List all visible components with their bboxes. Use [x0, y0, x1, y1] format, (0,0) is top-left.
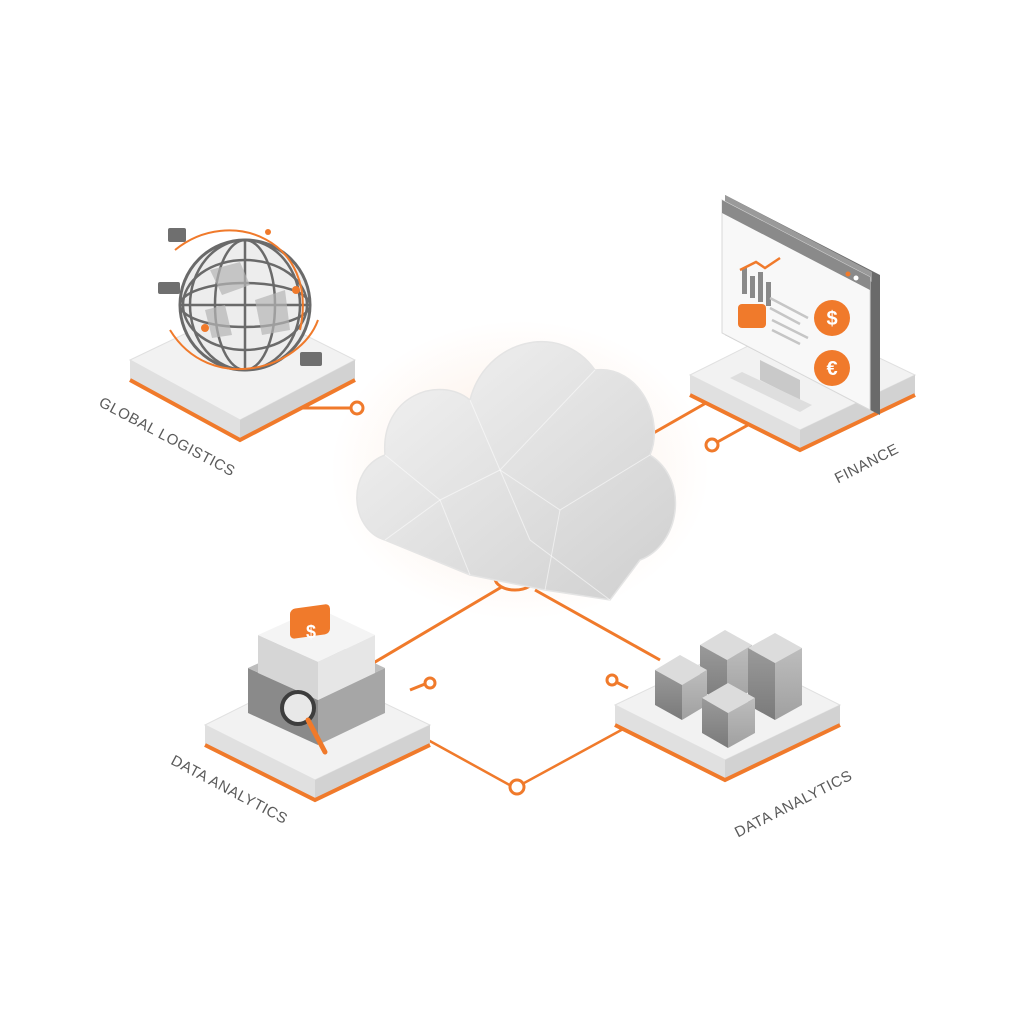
cube — [702, 683, 755, 748]
svg-text:$: $ — [826, 308, 837, 330]
connector-bottom — [427, 726, 626, 790]
truck-icons — [158, 228, 322, 366]
monitor-icon: $ € — [721, 195, 880, 415]
cube — [655, 655, 707, 720]
cubes-icon — [655, 630, 802, 748]
cube — [748, 633, 802, 720]
globe-icon — [158, 228, 322, 372]
svg-text:$: $ — [306, 622, 316, 642]
server-magnifier-icon: $ — [248, 604, 385, 755]
hub-cloud — [330, 320, 710, 620]
svg-text:€: € — [826, 358, 837, 380]
